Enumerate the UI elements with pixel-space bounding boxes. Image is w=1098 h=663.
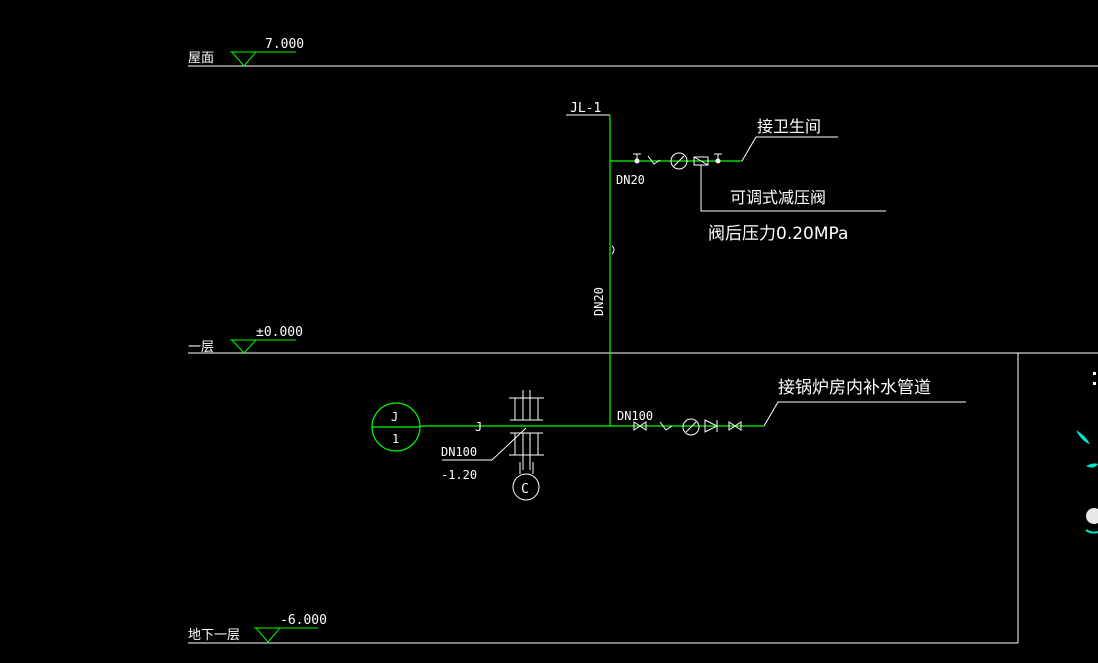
water-meter-icon (682, 418, 700, 436)
inlet-circle-bottom: 1 (392, 432, 399, 446)
prv-pressure-label: 阀后压力0.20MPa (708, 224, 848, 244)
pipe-tag-j: J (475, 420, 482, 434)
to-boiler-label: 接锅炉房内补水管道 (778, 378, 931, 398)
gate-valve-icon (714, 153, 722, 164)
gate-valve-icon (633, 153, 641, 164)
prv-leader-line (700, 165, 886, 212)
inlet-number-circle: J 1 (371, 402, 421, 452)
level-name-basement: 地下一层 (188, 628, 240, 643)
elevation-first: ±0.000 (256, 325, 303, 340)
elevation-basement: -6.000 (280, 613, 327, 628)
main-size-label: DN100 (617, 409, 653, 423)
riser-size-label: DN20 (592, 287, 606, 316)
inlet-elevation-label: -1.20 (441, 468, 477, 482)
prv-name-label: 可调式减压阀 (730, 188, 826, 207)
toilet-leader-line (741, 136, 838, 162)
sleeve-circle-label: C (521, 482, 529, 497)
elevation-mark-basement (254, 627, 318, 643)
inlet-size-label: DN100 (441, 445, 477, 459)
to-toilet-label: 接卫生间 (757, 117, 821, 136)
riser-label: JL-1 (570, 101, 601, 116)
water-meter-icon (670, 152, 688, 170)
branch-size-label: DN20 (616, 173, 645, 187)
sleeve-detail-circle (512, 473, 540, 501)
level-name-first: 一层 (188, 340, 214, 355)
level-name-roof: 屋面 (188, 51, 214, 66)
check-valve-icon (659, 421, 673, 431)
boiler-leader-line (763, 401, 966, 427)
elevation-mark-first (230, 339, 296, 354)
inlet-circle-top: J (391, 410, 398, 424)
gate-valve-icon (728, 421, 742, 431)
inlet-leader-line (442, 427, 527, 461)
waterproof-sleeve-icon (509, 390, 544, 474)
backflow-preventer-icon (704, 419, 719, 433)
gate-valve-icon (633, 421, 647, 431)
check-valve-icon (647, 155, 661, 165)
elevation-roof: 7.000 (265, 37, 304, 52)
riser-pipe-tag-mark (611, 245, 615, 255)
overlay-widget-fragment (1076, 372, 1098, 534)
elevation-mark-roof (230, 51, 296, 67)
